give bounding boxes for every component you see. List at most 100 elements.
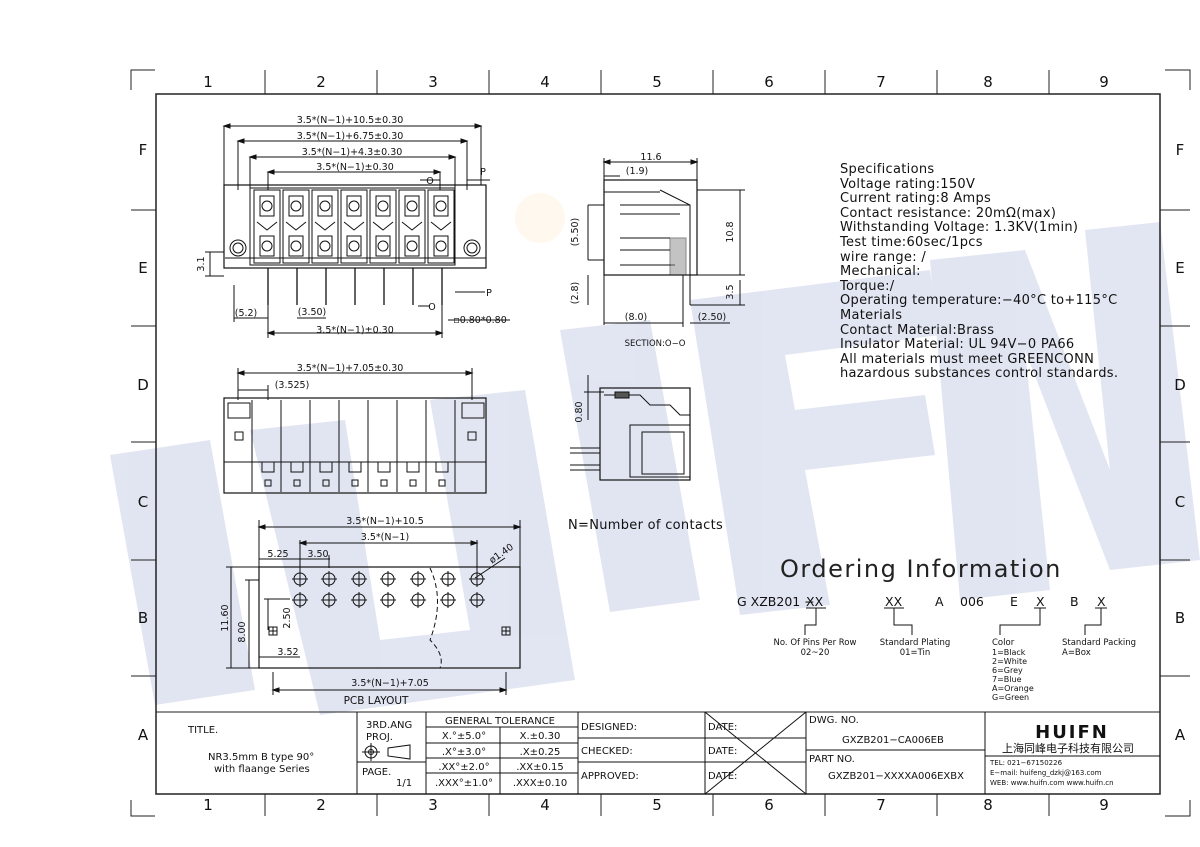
dim-label: 3.5*(N−1)+4.3±0.30 [302, 147, 403, 158]
spec-line: Contact resistance: 20mΩ(max) [840, 205, 1057, 221]
small-side-view [570, 375, 691, 481]
dim-label: 11.60 [220, 604, 231, 631]
color-option: A=Orange [992, 684, 1034, 693]
title-label: TITLE. [187, 725, 218, 736]
dim-label: 8.00 [237, 621, 248, 642]
row-label: D [137, 376, 149, 394]
terminal-cell [311, 189, 339, 264]
row-label: E [138, 259, 147, 277]
pin-pad [293, 479, 301, 487]
dim-label: (2.50) [698, 312, 727, 323]
dwg-label: DWG. NO. [809, 715, 859, 726]
spec-line: wire range: / [840, 249, 927, 265]
order-code: A [935, 594, 944, 609]
spec-line: Withstanding Voltage: 1.3KV(1min) [840, 220, 1079, 236]
col-label: 9 [1099, 73, 1109, 91]
row-label: B [138, 609, 148, 627]
zone-labels: 1 2 3 4 5 6 7 8 9 1 2 3 4 5 6 7 8 9 F E … [137, 73, 1186, 814]
col-label: 7 [876, 796, 886, 814]
dim-label: ▫0.80*0.80 [453, 315, 507, 326]
pcb-layout-label: PCB LAYOUT [344, 695, 409, 707]
specifications: Specifications Voltage rating:150V Curre… [840, 162, 1118, 382]
wire-window [375, 235, 391, 257]
spec-line: All materials must meet GREENCONN [840, 351, 1095, 367]
col-label: 4 [540, 73, 550, 91]
wire-entry [290, 240, 302, 252]
dim-label: 3.5*(N−1)±0.30 [316, 162, 394, 173]
screw-window [288, 195, 304, 217]
order-code: E [1010, 594, 1018, 609]
checked-label: CHECKED: [581, 746, 633, 757]
dim-label: 0.80 [574, 401, 585, 422]
wire-entry [406, 240, 418, 252]
dim-label: P [486, 288, 492, 299]
section-label: SECTION:O−O [625, 339, 686, 349]
tol-cell: .XXX°±1.0° [435, 778, 493, 789]
dim-label: 3.5*(N−1)±0.30 [316, 325, 394, 336]
wire-entry [377, 240, 389, 252]
cell-notch [401, 221, 423, 231]
cell-notch [256, 221, 278, 231]
dim-label: (3.50) [298, 307, 327, 318]
part-value: GXZB201−XXXXA006EXBX [828, 771, 964, 782]
tolerance-header: GENERAL TOLERANCE [445, 716, 555, 727]
terminal-cell [427, 189, 455, 264]
dim-label: (2.8) [570, 282, 581, 305]
col-label: 8 [983, 796, 993, 814]
cell-notch [372, 221, 394, 231]
spec-line: Current rating:8 Amps [840, 191, 992, 207]
color-option: 2=White [992, 657, 1027, 666]
row-label: C [138, 493, 148, 511]
watermark [110, 193, 1200, 715]
terminal-cell [369, 189, 397, 264]
col-label: 5 [652, 796, 662, 814]
row-label: A [138, 726, 149, 744]
pin-pad [438, 479, 446, 487]
screw-window [404, 195, 420, 217]
pins-label: No. Of Pins Per Row [774, 638, 857, 648]
screw-head [319, 200, 331, 212]
spec-line: Test time:60sec/1pcs [840, 234, 983, 250]
screw-head [406, 200, 418, 212]
screw-window [375, 195, 391, 217]
col-label: 3 [428, 73, 438, 91]
top-view [223, 368, 487, 494]
screw-window [346, 195, 362, 217]
cell-notch [343, 221, 365, 231]
sheet-border [130, 69, 1191, 817]
dim-label: (8.0) [625, 312, 648, 323]
row-label: B [1175, 609, 1185, 627]
order-code: XX [885, 594, 903, 609]
tol-cell: .X±0.25 [520, 747, 561, 758]
spec-line: Contact Material:Brass [840, 322, 995, 338]
terminal-cell [398, 189, 426, 264]
dim-label: 3.5*(N−1)+10.5±0.30 [297, 115, 404, 126]
designed-label: DESIGNED: [581, 722, 637, 733]
dim-label: 11.6 [640, 152, 661, 163]
packing-label: Standard Packing [1062, 638, 1136, 648]
spec-line: Specifications [840, 162, 935, 177]
terminal-cell [340, 189, 368, 264]
col-label: 1 [203, 796, 213, 814]
col-label: 6 [764, 796, 774, 814]
dim-label: (5.2) [235, 308, 258, 319]
col-label: 7 [876, 73, 886, 91]
dim-label: (3.525) [275, 380, 310, 391]
ordering-callouts [804, 607, 1107, 635]
company-logo: HUIFN [1035, 722, 1109, 743]
screw-window [433, 195, 449, 217]
spec-line: Torque:/ [840, 278, 895, 294]
color-option: 1=Black [992, 648, 1026, 657]
wire-window [259, 235, 275, 257]
col-label: 8 [983, 73, 993, 91]
pin-pad [380, 479, 388, 487]
dim-label: 2.50 [282, 607, 293, 628]
company-tel: TEL: 021−67150226 [989, 759, 1063, 767]
tol-cell: X.°±5.0° [442, 731, 486, 742]
dim-label: 3.50 [307, 549, 328, 560]
screw-head [290, 200, 302, 212]
cell-notch [430, 221, 452, 231]
spec-line: Materials [840, 307, 903, 323]
dim-label: (5.50) [570, 218, 581, 247]
